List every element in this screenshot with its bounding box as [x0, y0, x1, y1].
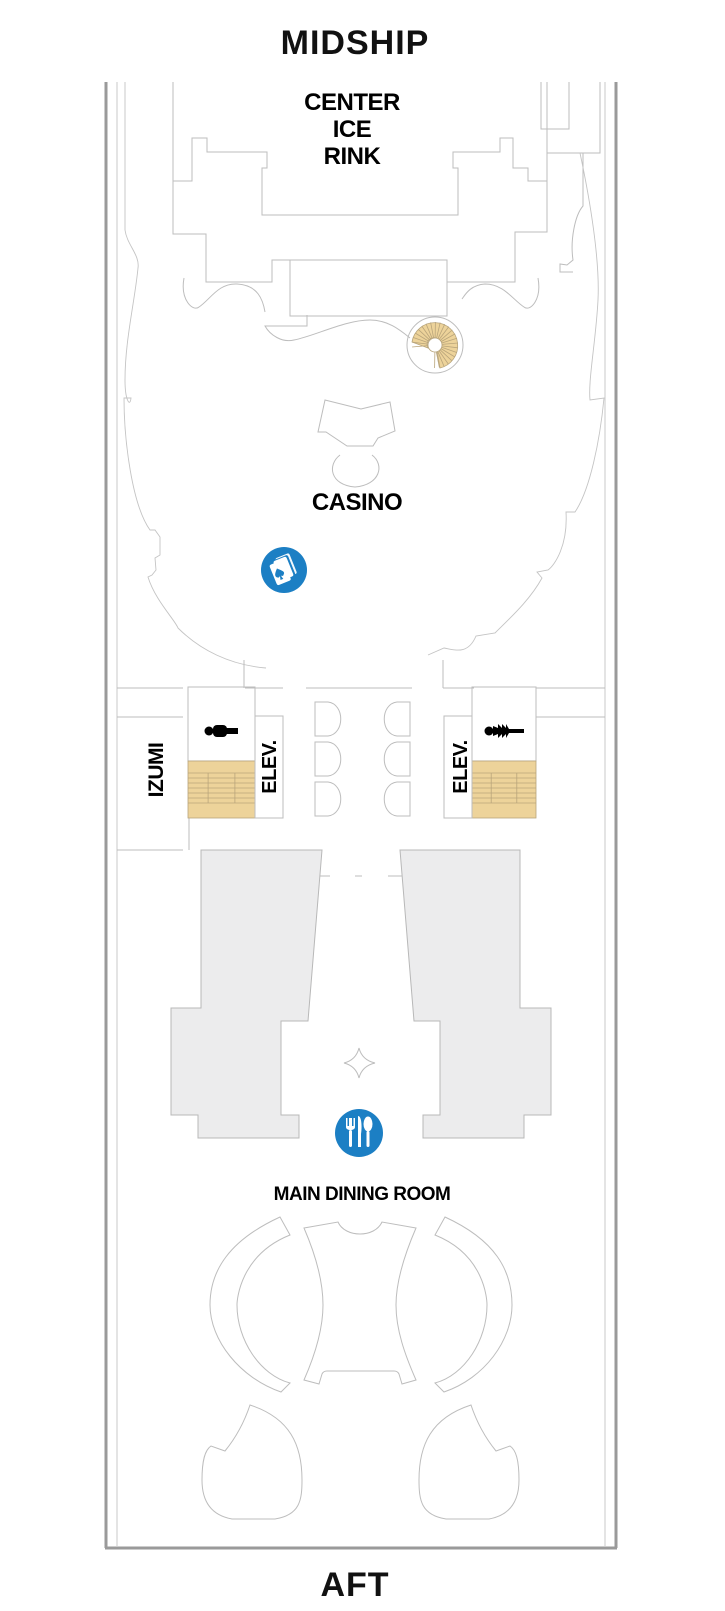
spiral-step: [440, 329, 453, 341]
spiral-step: [441, 346, 457, 353]
spiral-step: [441, 345, 458, 349]
spiral-step: [425, 323, 433, 339]
center-ice-rink-label-line2: ICE: [333, 116, 372, 143]
spiral-step: [430, 322, 435, 339]
spiral-step: [440, 333, 456, 342]
restricted-area-left: [170, 849, 323, 1139]
center-ice-rink-label-line3: RINK: [324, 143, 382, 170]
utensils-icon[interactable]: [335, 1109, 383, 1157]
spiral-step: [415, 332, 430, 342]
spiral-step: [412, 345, 429, 348]
orientation-aft-label: AFT: [320, 1566, 389, 1604]
spiral-step: [438, 350, 449, 365]
casino-area: [123, 82, 605, 669]
elevator-right-label: ELEV.: [450, 740, 472, 793]
spiral-step: [437, 323, 446, 339]
spiral-step: [438, 326, 450, 340]
spiral-step: [413, 337, 429, 344]
elevator-doors: [314, 701, 411, 817]
elevator-lobby: [117, 660, 605, 851]
spiral-step: [417, 329, 431, 341]
spiral-step: [421, 325, 432, 340]
main-dining-room-label: MAIN DINING ROOM: [274, 1184, 451, 1205]
womens-restroom-icon: [484, 724, 524, 738]
spiral-staircase-icon: [406, 316, 464, 374]
playing-cards-icon[interactable]: [261, 547, 307, 593]
mens-restroom-icon: [204, 725, 238, 737]
spiral-step: [440, 348, 455, 358]
restricted-area-right: [399, 849, 552, 1139]
decorative-star-icon: [343, 1047, 376, 1079]
restroom-men-block: [187, 686, 256, 819]
dining-booths: [201, 1216, 520, 1520]
spiral-step: [436, 322, 441, 339]
spiral-step: [441, 337, 458, 344]
center-ice-rink-area: [172, 82, 601, 317]
elevator-left-label: ELEV.: [259, 740, 281, 793]
spiral-step: [437, 351, 445, 367]
elevator-left[interactable]: ELEV.: [254, 715, 284, 819]
spiral-step: [412, 341, 429, 345]
hull-outline: [104, 82, 618, 1550]
restroom-women-block: [471, 686, 537, 819]
spiral-step: [441, 342, 458, 345]
elevator-right[interactable]: ELEV.: [443, 715, 473, 819]
orientation-midship-label: MIDSHIP: [281, 24, 430, 62]
izumi-label: IZUMI: [145, 743, 168, 798]
spiral-step: [439, 349, 453, 361]
casino-label: CASINO: [312, 489, 402, 516]
center-ice-rink-label-line1: CENTER: [304, 89, 400, 116]
spiral-step: [435, 351, 440, 368]
